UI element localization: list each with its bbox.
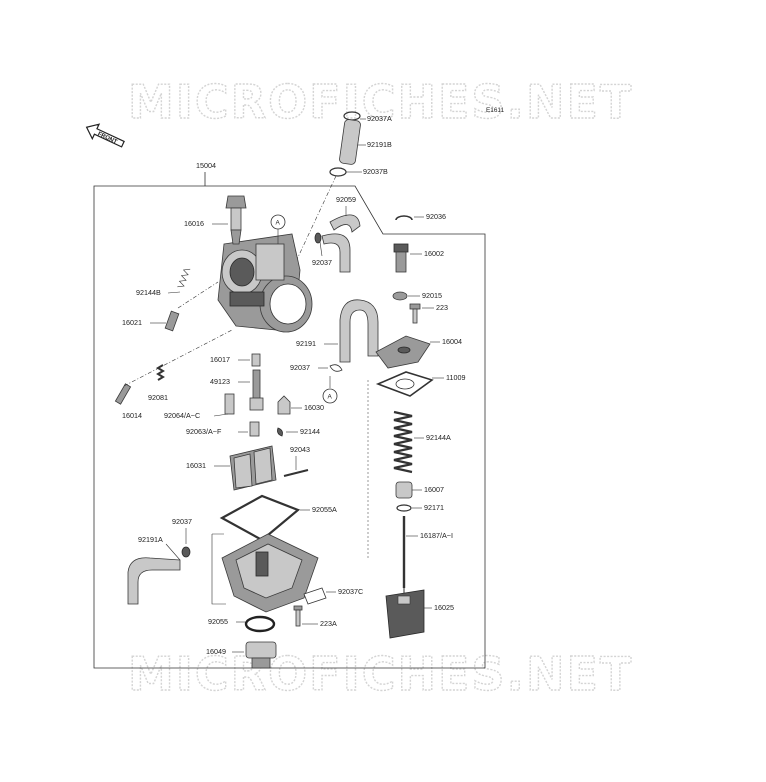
holder-16007 — [395, 481, 413, 499]
cap-16002 — [393, 243, 409, 273]
spring-92081 — [156, 364, 165, 381]
label-49123: 49123 — [210, 377, 230, 386]
clamp-92037b — [329, 167, 347, 177]
ref-circle-a-mid: A — [322, 388, 338, 404]
nut-92015 — [392, 291, 408, 301]
label-92144a: 92144A — [426, 433, 451, 442]
screw-16014 — [114, 383, 132, 405]
label-92037b: 92037B — [363, 167, 388, 176]
clip-92037-top — [314, 232, 322, 244]
hose-92191 — [339, 299, 379, 363]
label-16030: 16030 — [304, 403, 324, 412]
hose-92191a — [127, 557, 181, 605]
label-16004: 16004 — [442, 337, 462, 346]
label-16002: 16002 — [424, 249, 444, 258]
spring-92144b — [177, 268, 191, 288]
label-92059: 92059 — [336, 195, 356, 204]
label-92037-low: 92037 — [172, 517, 192, 526]
jet-16017 — [251, 353, 261, 367]
label-92191a: 92191A — [138, 535, 163, 544]
float-bowl — [221, 533, 319, 613]
svg-text:A: A — [276, 220, 281, 227]
assembly-number: 15004 — [196, 161, 216, 170]
carburetor-body — [217, 233, 313, 333]
label-92191: 92191 — [296, 339, 316, 348]
clip-92037c — [303, 587, 327, 605]
screw-223 — [409, 303, 421, 324]
label-16049: 16049 — [206, 647, 226, 656]
elbow-hose-92059 — [321, 214, 361, 273]
label-16016: 16016 — [184, 219, 204, 228]
label-16014: 16014 — [122, 411, 142, 420]
spring-92144a — [393, 410, 413, 474]
diagram-code: E1611 — [486, 107, 504, 114]
gasket-11009 — [375, 371, 434, 397]
drain-plug-16049 — [245, 641, 277, 669]
label-16021: 16021 — [122, 318, 142, 327]
float-16031 — [229, 445, 277, 491]
clip-92037-low — [181, 546, 191, 558]
label-16017: 16017 — [210, 355, 230, 364]
ref-circle-a-top: A — [270, 214, 286, 230]
clip-92037-mid — [329, 364, 343, 372]
watermark-top: MICROFICHES.NET — [128, 75, 633, 129]
hose-92191b — [339, 119, 361, 165]
throttle-valve-16025 — [385, 589, 425, 639]
label-92043: 92043 — [290, 445, 310, 454]
label-11009: 11009 — [446, 373, 465, 382]
label-92081: 92081 — [148, 393, 168, 402]
label-92037-mid: 92037 — [290, 363, 310, 372]
jet-92063 — [249, 421, 260, 437]
label-16187: 16187/A~I — [420, 531, 453, 540]
label-92055a: 92055A — [312, 505, 337, 514]
label-92036: 92036 — [426, 212, 446, 221]
pin-92043 — [283, 469, 309, 477]
watermark-bottom: MICROFICHES.NET — [128, 647, 633, 701]
label-92037c: 92037C — [338, 587, 363, 596]
label-16031: 16031 — [186, 461, 206, 470]
svg-text:A: A — [328, 394, 333, 401]
clip-92171 — [396, 504, 412, 512]
cover-16004 — [375, 335, 431, 369]
label-92064: 92064/A~C — [164, 411, 200, 420]
front-arrow-icon: FRONT — [85, 123, 125, 148]
gasket-92055a — [219, 494, 301, 542]
label-223a: 223A — [320, 619, 337, 628]
ring-92036 — [395, 215, 413, 221]
screw-16021 — [164, 310, 180, 332]
label-16025: 16025 — [434, 603, 454, 612]
jet-16030 — [277, 395, 291, 415]
label-92015: 92015 — [422, 291, 442, 300]
label-92144: 92144 — [300, 427, 320, 436]
label-92037a: 92037A — [367, 114, 392, 123]
label-223: 223 — [436, 303, 448, 312]
screw-223a — [293, 605, 303, 627]
label-92171: 92171 — [424, 503, 444, 512]
needle-jet-49123 — [249, 369, 264, 411]
clip-92144 — [277, 427, 283, 437]
label-92191b: 92191B — [367, 140, 392, 149]
label-92063: 92063/A~F — [186, 427, 222, 436]
screw-16016 — [225, 195, 247, 245]
o-ring-92055 — [244, 615, 276, 633]
label-92037-top: 92037 — [312, 258, 332, 267]
label-16007: 16007 — [424, 485, 444, 494]
jet-92064 — [224, 393, 235, 415]
label-92055: 92055 — [208, 617, 228, 626]
label-92144b: 92144B — [136, 288, 161, 297]
